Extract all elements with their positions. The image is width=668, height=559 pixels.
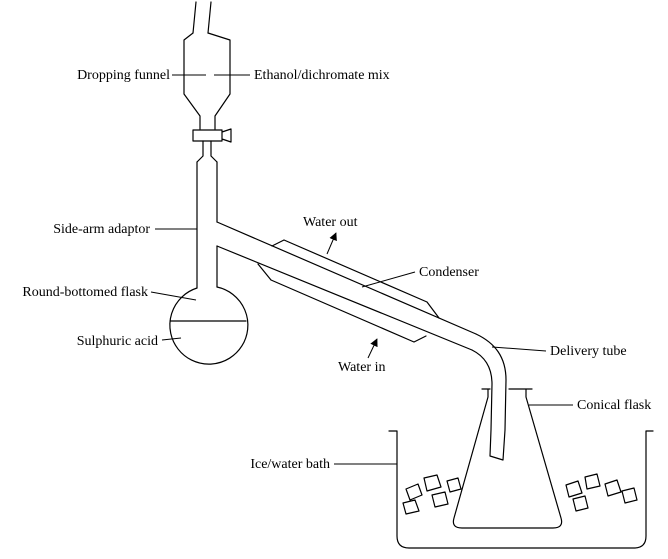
round-bottomed-flask-outline bbox=[169, 286, 249, 365]
label-ice-water-bath: Ice/water bath bbox=[250, 457, 330, 472]
label-delivery-tube: Delivery tube bbox=[550, 344, 627, 359]
label-water-out: Water out bbox=[303, 215, 358, 230]
label-round-bottomed-flask: Round-bottomed flask bbox=[22, 285, 148, 300]
funnel-stem bbox=[196, 140, 218, 163]
label-sulphuric-acid: Sulphuric acid bbox=[77, 334, 158, 349]
leader-round-bottomed-flask bbox=[150, 291, 197, 301]
leader-delivery-tube bbox=[491, 346, 547, 352]
water-in-arrow bbox=[367, 338, 378, 359]
ice-water-bath-container bbox=[388, 430, 654, 549]
ice-cubes bbox=[402, 473, 638, 515]
funnel-inlet-tube bbox=[192, 1, 212, 34]
label-water-in: Water in bbox=[338, 360, 385, 375]
water-out-arrow bbox=[326, 232, 337, 255]
conical-flask-outline bbox=[452, 388, 563, 529]
label-side-arm-adaptor: Side-arm adaptor bbox=[53, 222, 150, 237]
leader-sulphuric-acid bbox=[161, 337, 182, 341]
condenser-inner-tube bbox=[216, 221, 477, 351]
delivery-tube-outline bbox=[471, 333, 507, 461]
dropping-funnel-outline bbox=[183, 32, 231, 130]
condenser-jacket bbox=[257, 239, 440, 343]
label-dropping-funnel: Dropping funnel bbox=[77, 68, 170, 83]
stopcock bbox=[192, 128, 232, 143]
label-conical-flask: Conical flask bbox=[577, 398, 651, 413]
side-arm-adaptor-tube bbox=[196, 161, 218, 289]
leader-condenser bbox=[361, 271, 416, 288]
label-condenser: Condenser bbox=[419, 265, 479, 280]
label-ethanol-dichromate-mix: Ethanol/dichromate mix bbox=[254, 68, 390, 83]
